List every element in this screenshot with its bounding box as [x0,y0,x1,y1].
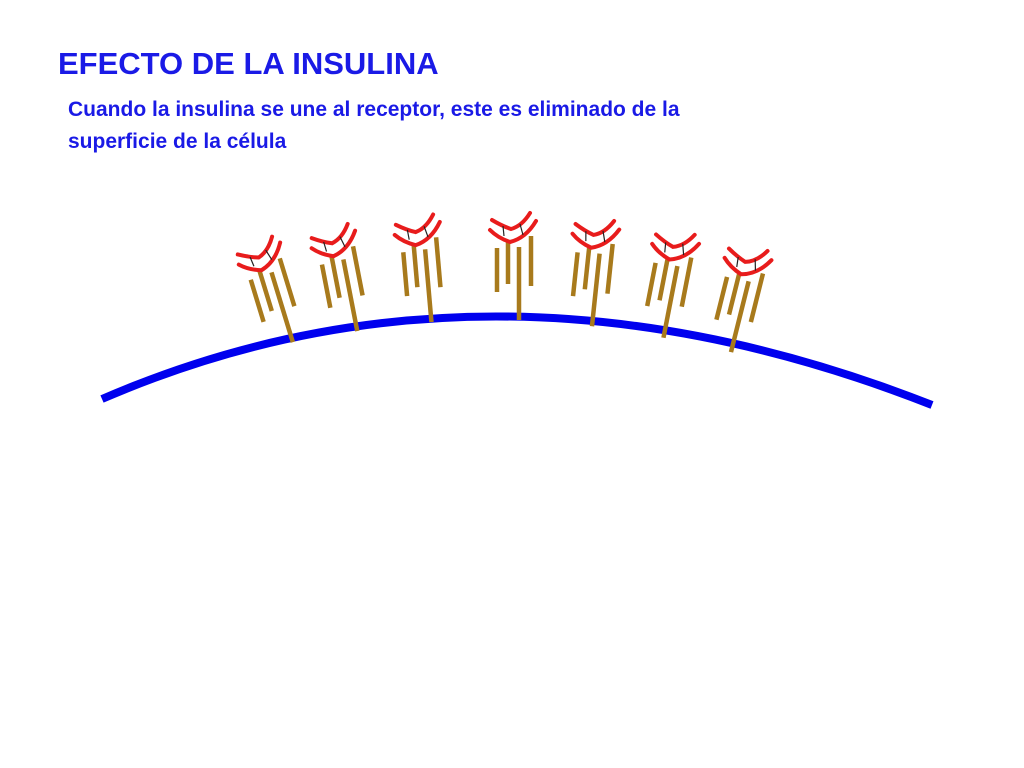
receptor-inner-arm [726,246,770,264]
receptor-stalk [350,245,365,296]
receptor-stalk [748,272,766,323]
insulin-receptor [645,232,702,339]
receptor-bond [602,230,606,243]
receptor-outer-arm [488,219,538,245]
receptor-stalk [433,237,443,288]
insulin-receptor [392,212,443,323]
receptor-bond [265,249,273,261]
receptor-outer-arm [650,241,702,262]
receptor-bond [339,236,346,248]
slide-subtitle: Cuando la insulina se une al receptor, e… [68,94,848,158]
receptor-outer-arm [722,255,774,277]
receptor-stalk [714,276,730,321]
receptor-inner-arm [235,234,275,260]
receptor-stalk [401,252,410,297]
receptor-inner-arm [654,232,697,249]
subtitle-line-2: superficie de la célula [68,130,287,153]
receptor-stalk [319,264,333,309]
receptor-inner-arm [573,218,617,237]
receptor-bond [502,225,505,237]
receptor-inner-arm [393,212,436,235]
receptor-bond [585,231,587,242]
receptor-stalk [645,262,658,307]
receptor-stalk [661,265,680,339]
receptor-bond [664,242,667,253]
receptor-stalk [256,268,274,312]
insulin-receptor [570,218,622,327]
receptor-bond [754,259,757,271]
insulin-receptor [714,246,774,353]
receptor-stalk [726,271,742,316]
receptor-stalk [582,245,592,290]
receptor-bond [682,243,685,256]
insulin-receptor [235,234,297,343]
receptor-stalk [728,280,751,353]
receptor-stalk [679,257,694,308]
insulin-receptor [309,221,365,332]
receptor-stalk [605,243,615,294]
slide-title: EFECTO DE LA INSULINA [58,46,439,81]
receptor-outer-arm [309,228,358,259]
receptor-stalk [341,258,360,332]
receptor-stalk [411,243,420,288]
receptor-bond [249,256,255,267]
receptor-bond [323,241,328,252]
receptor-inner-arm [490,211,532,232]
receptor-outer-arm [392,219,442,248]
receptor-bond [423,226,429,238]
receptor-inner-arm [309,221,350,246]
receptor-group [235,211,774,353]
receptor-stalk [589,253,602,327]
receptor-bond [519,223,524,236]
subtitle-line-1: Cuando la insulina se une al receptor, e… [68,98,680,121]
insulin-receptor [488,211,538,320]
receptor-stalk [277,257,297,307]
receptor-stalk [329,254,342,299]
receptor-stalk [570,252,580,297]
receptor-bond [406,229,410,240]
receptor-outer-arm [570,227,622,250]
receptor-stalk [269,271,295,343]
receptor-stalk [657,256,671,301]
cell-membrane [100,312,934,409]
receptor-outer-arm [236,240,283,273]
receptor-bond [736,256,739,268]
receptor-stalk [422,249,434,323]
receptor-stalk [248,279,266,323]
